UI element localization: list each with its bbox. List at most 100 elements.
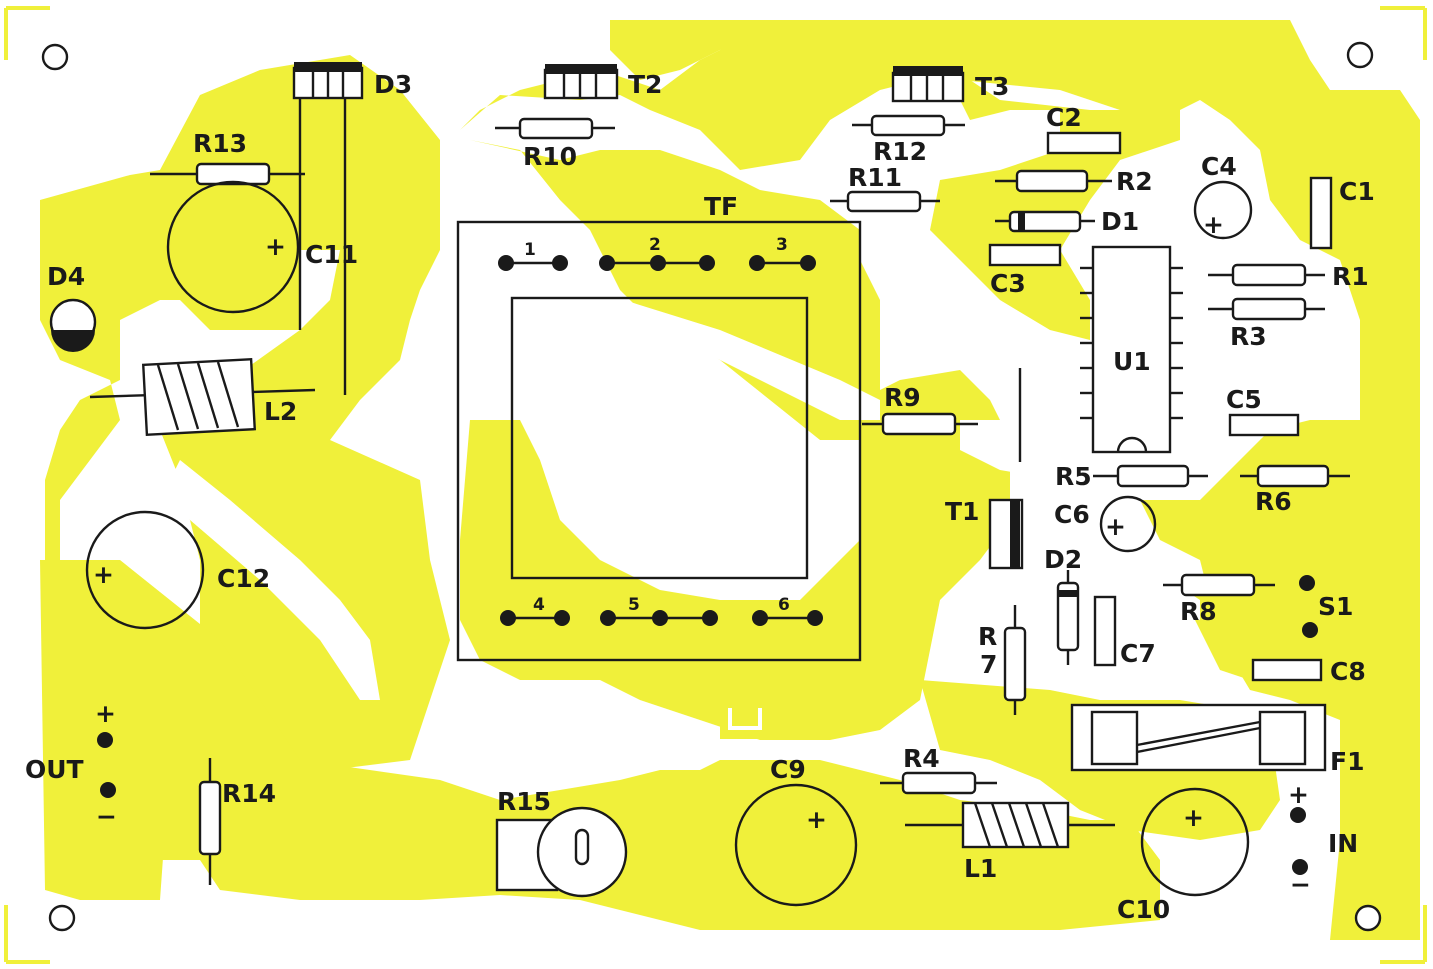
r7-label-r: R [978, 622, 997, 651]
c7-label: C7 [1120, 639, 1156, 668]
ic-u1: U1 [1080, 245, 1183, 454]
c5-label: C5 [1226, 385, 1262, 414]
r7-label-7: 7 [980, 650, 997, 679]
c4-label: C4 [1201, 152, 1237, 181]
resistor-r5: R5 [1055, 462, 1208, 491]
resistor-r11: R11 [830, 163, 940, 213]
input-terminals: + − IN [1288, 780, 1358, 899]
svg-text:+: + [1105, 512, 1126, 541]
r11-label: R11 [848, 163, 902, 192]
diode-d2: D2 [1044, 545, 1082, 665]
r1-label: R1 [1332, 262, 1369, 291]
polarity-marker [720, 697, 768, 739]
l2-label: L2 [264, 397, 297, 426]
resistor-r3: R3 [1208, 297, 1325, 351]
c6-label: C6 [1054, 500, 1090, 529]
fuse-f1: F1 [1070, 703, 1364, 776]
capacitor-c2: C2 [1046, 103, 1122, 155]
potentiometer-r15: R15 [495, 787, 628, 898]
svg-text:2: 2 [649, 235, 661, 255]
r6-label: R6 [1255, 487, 1292, 516]
c11-label: C11 [305, 240, 358, 269]
in-minus-label: − [1290, 870, 1311, 899]
transformer-pin-2: 2 [599, 235, 715, 271]
d4-label: D4 [47, 262, 85, 291]
transformer-pin-4: 4 [500, 595, 570, 626]
led-d4: D4 [47, 262, 97, 352]
svg-text:1: 1 [524, 240, 536, 260]
c1-label: C1 [1339, 177, 1375, 206]
out-label: OUT [25, 755, 84, 784]
r3-label: R3 [1230, 322, 1267, 351]
c8-label: C8 [1330, 657, 1366, 686]
c9-label: C9 [770, 755, 806, 784]
capacitor-c7: C7 [1093, 595, 1156, 668]
c3-label: C3 [990, 269, 1026, 298]
d1-label: D1 [1101, 207, 1139, 236]
mounting-hole-bottom-right [1354, 904, 1382, 932]
resistor-r14: R14 [198, 758, 276, 885]
transistor-t2: T2 [543, 64, 662, 100]
switch-s1: S1 [1299, 575, 1353, 638]
capacitor-c9: + C9 [734, 755, 858, 907]
resistor-r6: R6 [1240, 464, 1350, 516]
transformer-pin-6: 6 [752, 595, 823, 626]
u1-label: U1 [1113, 347, 1151, 376]
f1-label: F1 [1330, 747, 1364, 776]
capacitor-c11: + C11 [166, 180, 358, 314]
output-terminals: + OUT − [25, 699, 117, 831]
l1-label: L1 [964, 854, 997, 883]
transistor-t3: T3 [891, 66, 1009, 103]
diode-d1: D1 [995, 207, 1139, 236]
d2-label: D2 [1044, 545, 1082, 574]
t2-label: T2 [628, 70, 662, 99]
c12-label: C12 [217, 564, 270, 593]
resistor-r4: R4 [880, 744, 997, 795]
svg-text:+: + [1183, 803, 1204, 832]
r5-label: R5 [1055, 462, 1092, 491]
capacitor-c6: + C6 [1054, 495, 1157, 553]
svg-text:+: + [806, 805, 827, 834]
svg-text:+: + [1203, 210, 1224, 239]
board-corner-marks [4, 6, 1427, 964]
resistor-r12: R12 [852, 114, 965, 166]
t3-label: T3 [975, 72, 1009, 101]
mounting-hole-top-right [1346, 41, 1374, 69]
in-plus-label: + [1288, 780, 1309, 809]
inductor-l1: L1 [905, 801, 1115, 883]
capacitor-c4: + C4 [1193, 152, 1253, 240]
resistor-r10: R10 [495, 117, 615, 171]
r9-label: R9 [884, 383, 921, 412]
r2-label: R2 [1116, 167, 1153, 196]
r14-label: R14 [222, 779, 276, 808]
c10-label: C10 [1117, 895, 1170, 924]
transformer-label: TF [704, 192, 738, 221]
svg-text:3: 3 [776, 235, 788, 255]
r13-label: R13 [193, 129, 247, 158]
resistor-r8: R8 [1163, 573, 1275, 626]
capacitor-c1: C1 [1309, 176, 1375, 250]
c2-label: C2 [1046, 103, 1082, 132]
inductor-l2: L2 [89, 357, 316, 437]
svg-text:+: + [265, 232, 286, 261]
s1-label: S1 [1318, 592, 1353, 621]
transformer-tf: TF 1 2 3 4 5 6 [456, 192, 862, 662]
capacitor-c10: + C10 [1117, 787, 1250, 924]
resistor-r7: R 7 [978, 605, 1027, 715]
capacitor-c8: C8 [1251, 657, 1366, 686]
svg-text:6: 6 [778, 595, 790, 615]
resistor-r1: R1 [1208, 262, 1369, 291]
resistor-r13: R13 [150, 129, 305, 186]
resistor-r2: R2 [995, 167, 1153, 196]
svg-text:4: 4 [533, 595, 545, 615]
out-plus-label: + [95, 699, 116, 728]
mounting-hole-bottom-left [48, 904, 76, 932]
transformer-pin-1: 1 [498, 240, 568, 271]
capacitor-c12: + C12 [85, 510, 270, 630]
isolation-gaps [170, 200, 1200, 700]
transformer-pin-5: 5 [600, 595, 718, 626]
d3-label: D3 [374, 70, 412, 99]
r12-label: R12 [873, 137, 927, 166]
jumper-wires [298, 98, 347, 395]
